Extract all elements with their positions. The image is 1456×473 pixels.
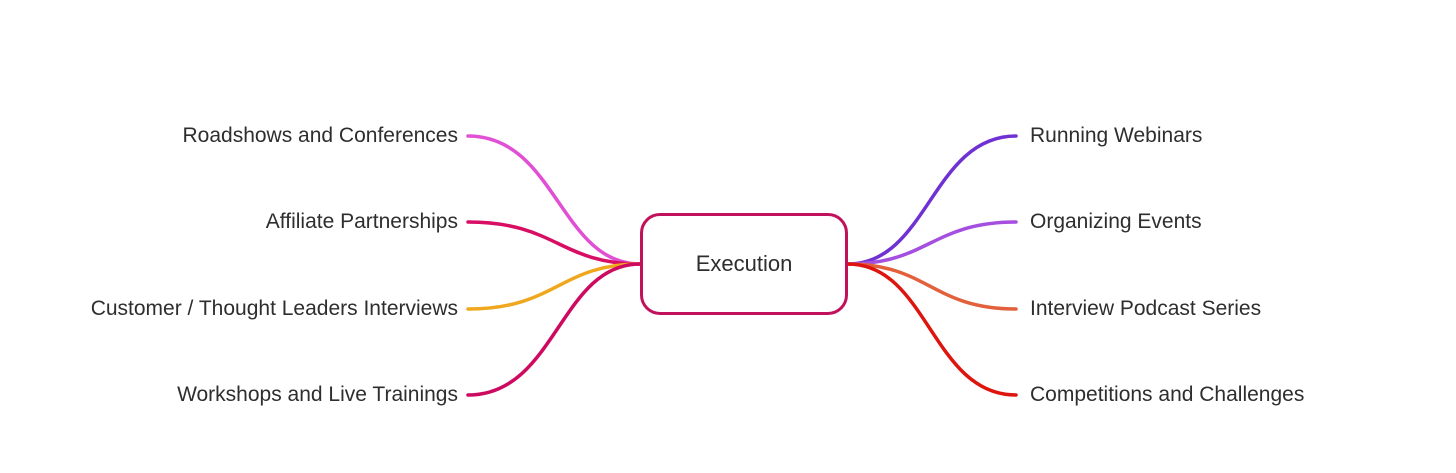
branch-curve-competitions [846,262,1018,397]
branch-label-roadshows[interactable]: Roadshows and Conferences [182,124,458,147]
branch-label-customer-interviews[interactable]: Customer / Thought Leaders Interviews [90,297,458,320]
branch-curve-podcast [846,262,1018,311]
branch-curve-roadshows [466,134,642,266]
branch-label-workshops[interactable]: Workshops and Live Trainings [177,383,458,406]
branch-label-competitions[interactable]: Competitions and Challenges [1030,383,1305,406]
branch-curve-events [846,220,1018,266]
branch-curve-customer-interviews [466,262,642,311]
branch-label-webinars[interactable]: Running Webinars [1030,124,1203,147]
branch-curve-webinars [846,134,1018,266]
branch-label-affiliate[interactable]: Affiliate Partnerships [265,210,458,233]
branch-label-events[interactable]: Organizing Events [1030,210,1202,233]
branch-curve-affiliate [466,220,642,266]
branch-curve-workshops [466,262,642,397]
center-node-execution[interactable]: Execution [640,213,848,315]
branch-label-podcast[interactable]: Interview Podcast Series [1030,297,1262,320]
